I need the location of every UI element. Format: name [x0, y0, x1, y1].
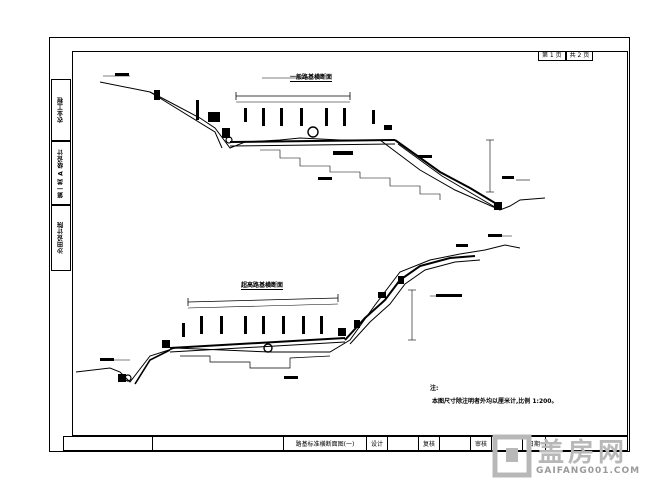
upper-annotation-marks [115, 73, 514, 210]
lower-annotation-marks [100, 234, 502, 382]
outer-frame [49, 37, 630, 452]
title-block-blank-2 [153, 437, 284, 450]
watermark-logo-icon [492, 434, 532, 478]
inner-frame [72, 51, 628, 436]
upper-cross-section [99, 75, 546, 211]
title-block-blank-1 [64, 437, 153, 450]
review-label: 审核 [471, 437, 492, 450]
sheet-total: 共 2 页 [565, 52, 594, 61]
upper-section-title: 一般路基横断面 [290, 74, 333, 82]
design-value [388, 437, 419, 450]
watermark-brand-cn: 盖房网 [538, 438, 629, 468]
date-label: 日期 [523, 437, 546, 450]
watermark-brand-en: GAIFANG001.COM [536, 466, 641, 476]
lower-section-title: 超高路基横断面 [241, 282, 284, 290]
watermark: 盖房网 GAIFANG001.COM [492, 430, 648, 482]
review-value [492, 437, 523, 450]
notes-line-1: 本图尺寸除注明者外均以厘米计,比例 1:200。 [432, 398, 558, 405]
lower-cross-section [75, 235, 521, 385]
check-value [440, 437, 471, 450]
notes-heading: 注: [430, 385, 439, 392]
drawing-title: 路基标准横断面图(一) [284, 437, 367, 450]
design-label: 设计 [367, 437, 388, 450]
check-label: 复核 [419, 437, 440, 450]
page-indicator: 第 1 页 共 2 页 [538, 52, 626, 61]
sheet-number: 第 1 页 [538, 52, 566, 61]
title-block: 路基标准横断面图(一) 设计 复核 审核 日期 [63, 436, 628, 451]
